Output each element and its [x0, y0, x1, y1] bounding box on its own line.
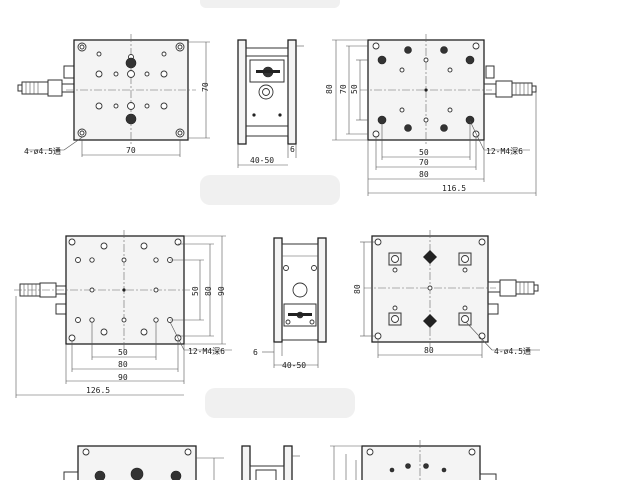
side-plate-left	[237, 39, 247, 145]
dim-50-vertical-2: 50	[191, 286, 200, 296]
dim-offset-2: 6	[253, 348, 258, 357]
side-plate-right	[287, 39, 297, 145]
stage1-bottom-view: 80 70 50 50 70 80 116.5 12-M4深6	[325, 34, 537, 196]
dim-total: 116.5	[442, 184, 466, 193]
dim-70-vertical: 70	[339, 84, 348, 94]
dim-50-2: 50	[118, 348, 128, 357]
micrometer-sleeve	[47, 79, 63, 97]
dim-50: 50	[419, 148, 429, 157]
dim-80-vertical: 80	[325, 84, 334, 94]
stage1-side-view: 6 40-50	[237, 39, 304, 168]
stage2-bottom-view: 80 80 4-ø4.5通	[353, 230, 540, 358]
dim-travel-2: 40-50	[282, 361, 306, 370]
stage1-top-view: 70 70 4-ø4.5通	[17, 34, 210, 157]
dim-height: 70	[201, 82, 210, 92]
dim-80-vertical-2: 80	[204, 286, 213, 296]
stage3-partial-views	[63, 440, 497, 480]
dim-travel: 40-50	[250, 156, 274, 165]
dim-offset: 6	[290, 145, 295, 154]
dim-80: 80	[419, 170, 429, 179]
watermark	[200, 0, 355, 418]
stage2-top-view: 50 80 90 50 80 90 126.5 12-M4深6	[14, 230, 232, 398]
dim-total-2: 126.5	[86, 386, 110, 395]
dim-90-2: 90	[118, 373, 128, 382]
dim-80-2: 80	[118, 360, 128, 369]
thread-callout-2: 12-M4深6	[188, 347, 225, 356]
dim-90-vertical-2: 90	[217, 286, 226, 296]
dim-70: 70	[419, 158, 429, 167]
stage2-side-view: 6 40-50	[253, 237, 327, 370]
hole-callout-2: 4-ø4.5通	[494, 346, 531, 356]
hole-callout: 4-ø4.5通	[24, 146, 61, 156]
dim-80-vertical-3: 80	[353, 284, 362, 294]
thread-callout: 12-M4深6	[486, 147, 523, 156]
side-plate-left-2	[273, 237, 283, 343]
dim-50-vertical: 50	[350, 84, 359, 94]
dim-80-3: 80	[424, 346, 434, 355]
dim-width: 70	[126, 146, 136, 155]
stage3-bottom-plate	[361, 445, 481, 480]
side-plate-right-2	[317, 237, 327, 343]
